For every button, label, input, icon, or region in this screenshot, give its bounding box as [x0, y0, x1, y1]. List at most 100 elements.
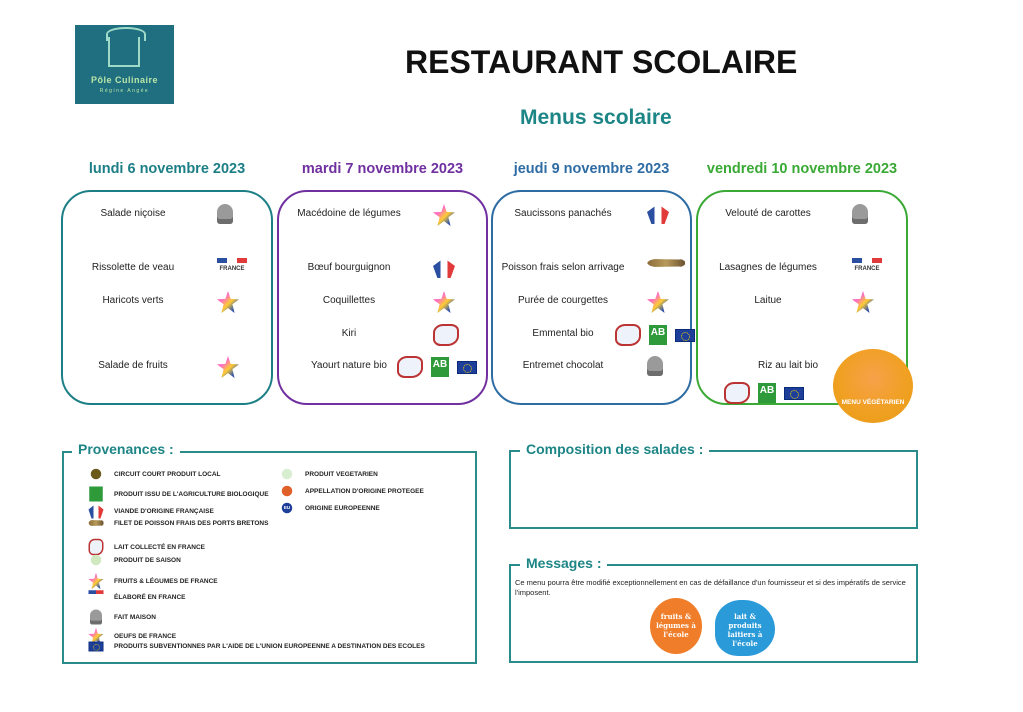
legend-item: PRODUIT DE SAISON — [86, 553, 181, 567]
menu-item-icons — [433, 291, 455, 313]
eu-flag-icon — [88, 641, 104, 652]
provenances-title: Provenances : — [72, 441, 180, 457]
legend-label: ORIGINE EUROPEENNE — [305, 504, 380, 512]
produit-de-saison-icon — [90, 554, 102, 566]
legend-item: FILET DE POISSON FRAIS DES PORTS BRETONS — [86, 518, 268, 528]
chef-hat-icon — [217, 204, 233, 224]
lait-collecte-en-france-icon — [724, 382, 750, 404]
viande-francaise-icon — [433, 258, 455, 278]
legend-label: FRUITS & LÉGUMES DE FRANCE — [114, 577, 218, 585]
logo-line2: Régine Angée — [99, 88, 150, 94]
elabore-en-france-icon: FRANCE — [852, 258, 882, 276]
menu-item-icons: FRANCE — [217, 258, 247, 276]
day-title: vendredi 10 novembre 2023 — [706, 161, 898, 177]
eu-flag-icon — [784, 386, 804, 400]
menu-item: Velouté de carottes — [725, 208, 811, 219]
crate-icon — [106, 27, 146, 67]
menu-item: Rissolette de veau — [91, 262, 175, 273]
eu-flag-icon — [675, 328, 695, 342]
legend-item: PRODUITS SUBVENTIONNES PAR L'AIDE DE L'U… — [86, 640, 425, 653]
salades-panel — [509, 450, 918, 529]
legend-item: FAIT MAISON — [86, 607, 156, 627]
elabore-en-france-icon: FRANCE — [217, 258, 247, 276]
day-title: lundi 6 novembre 2023 — [88, 161, 246, 177]
circuit-court-icon — [90, 468, 102, 480]
menu-item-icons: AB — [615, 324, 695, 346]
fruits-legumes-de-france-icon — [217, 356, 239, 378]
ab-bio-icon: AB — [649, 325, 667, 345]
lait-produits-laitiers-ecole-logo: lait & produits laitiers à l'école — [715, 600, 775, 656]
fruits-legumes-de-france-icon — [433, 291, 455, 313]
legend-item: OEUFS DE FRANCE — [86, 625, 176, 647]
lait-collecte-en-france-icon — [397, 356, 423, 378]
menu-item-icons — [433, 324, 459, 346]
legend-label: PRODUITS SUBVENTIONNES PAR L'AIDE DE L'U… — [114, 643, 425, 650]
eu-flag-icon — [457, 360, 477, 374]
lait-collecte-en-france-icon — [615, 324, 641, 346]
viande-francaise-icon — [88, 503, 104, 519]
logo-line1: Pôle Culinaire — [90, 75, 159, 85]
legend-label: FAIT MAISON — [114, 613, 156, 621]
menu-item: Kiri — [341, 328, 357, 339]
fruits-legumes-de-france-icon — [217, 291, 239, 313]
menu-item: Macédoine de légumes — [297, 208, 401, 219]
legend-label: PRODUIT VEGETARIEN — [305, 470, 378, 478]
fruits-legumes-de-france-icon — [647, 291, 669, 313]
legend-item: LAIT COLLECTÉ EN FRANCE — [86, 536, 205, 558]
menu-item-icons — [647, 204, 669, 224]
fish-icon — [88, 519, 104, 527]
pole-culinaire-logo: Pôle Culinaire Régine Angée — [75, 25, 174, 104]
menu-item-icons — [217, 204, 233, 224]
messages-panel — [509, 564, 918, 663]
menu-item: Riz au lait bio — [757, 360, 819, 371]
legend-item: APPELLATION D'ORIGINE PROTEGEE — [277, 484, 424, 498]
lait-collecte-en-france-icon — [433, 324, 459, 346]
ab-bio-icon: AB — [758, 383, 776, 403]
legend-item: VIANDE D'ORIGINE FRANÇAISE — [86, 501, 214, 521]
menu-item-icons — [852, 204, 868, 224]
chef-hat-icon — [90, 609, 102, 625]
menu-item-icons — [852, 291, 874, 313]
legend-label: APPELLATION D'ORIGINE PROTEGEE — [305, 487, 424, 495]
ab-bio-icon: AB — [431, 357, 449, 377]
menu-item-icons: FRANCE — [852, 258, 882, 276]
legend-item: CIRCUIT COURT PRODUIT LOCAL — [86, 467, 221, 481]
legend-item: PRODUIT ISSU DE L'AGRICULTURE BIOLOGIQUE — [86, 484, 269, 504]
menu-item-icons — [217, 356, 239, 378]
legend-item: FRUITS & LÉGUMES DE FRANCE — [86, 570, 218, 592]
menu-item-icons — [433, 204, 455, 226]
menu-item: Lasagnes de légumes — [719, 262, 817, 273]
day-title: mardi 7 novembre 2023 — [301, 161, 464, 177]
menu-item: Saucissons panachés — [514, 208, 612, 219]
chef-hat-icon — [852, 204, 868, 224]
produit-vegetarien-icon — [281, 468, 293, 480]
legend-label: PRODUIT ISSU DE L'AGRICULTURE BIOLOGIQUE — [114, 490, 269, 498]
legend-label: ÉLABORÉ EN FRANCE — [114, 593, 186, 601]
lait-collecte-en-france-icon — [88, 538, 104, 556]
menu-item: Laitue — [754, 295, 782, 306]
menu-item-icons: AB — [724, 382, 804, 404]
fruits-legumes-de-france-icon — [88, 572, 104, 590]
menu-item: Entremet chocolat — [522, 360, 604, 371]
legend-item: PRODUIT VEGETARIEN — [277, 467, 378, 481]
viande-francaise-icon — [647, 204, 669, 224]
fruits-legumes-de-france-icon — [852, 291, 874, 313]
legend-label: FILET DE POISSON FRAIS DES PORTS BRETONS — [114, 519, 269, 527]
menu-item: Coquillettes — [322, 295, 376, 306]
legend-label: OEUFS DE FRANCE — [114, 632, 177, 640]
messages-title: Messages : — [520, 555, 608, 571]
chef-hat-icon — [647, 356, 663, 376]
legend-label: PRODUIT DE SAISON — [114, 556, 181, 564]
page-title: RESTAURANT SCOLAIRE — [405, 44, 798, 80]
menu-item-icons: AB — [397, 356, 477, 378]
legend-label: VIANDE D'ORIGINE FRANÇAISE — [114, 507, 214, 515]
menu-vegetarien-badge: MENU VÉGÉTARIEN — [833, 349, 913, 423]
legend-label: CIRCUIT COURT PRODUIT LOCAL — [114, 470, 221, 478]
menu-item-icons — [647, 291, 669, 313]
menu-item: Yaourt nature bio — [311, 360, 387, 371]
menu-item-icons — [647, 258, 685, 268]
